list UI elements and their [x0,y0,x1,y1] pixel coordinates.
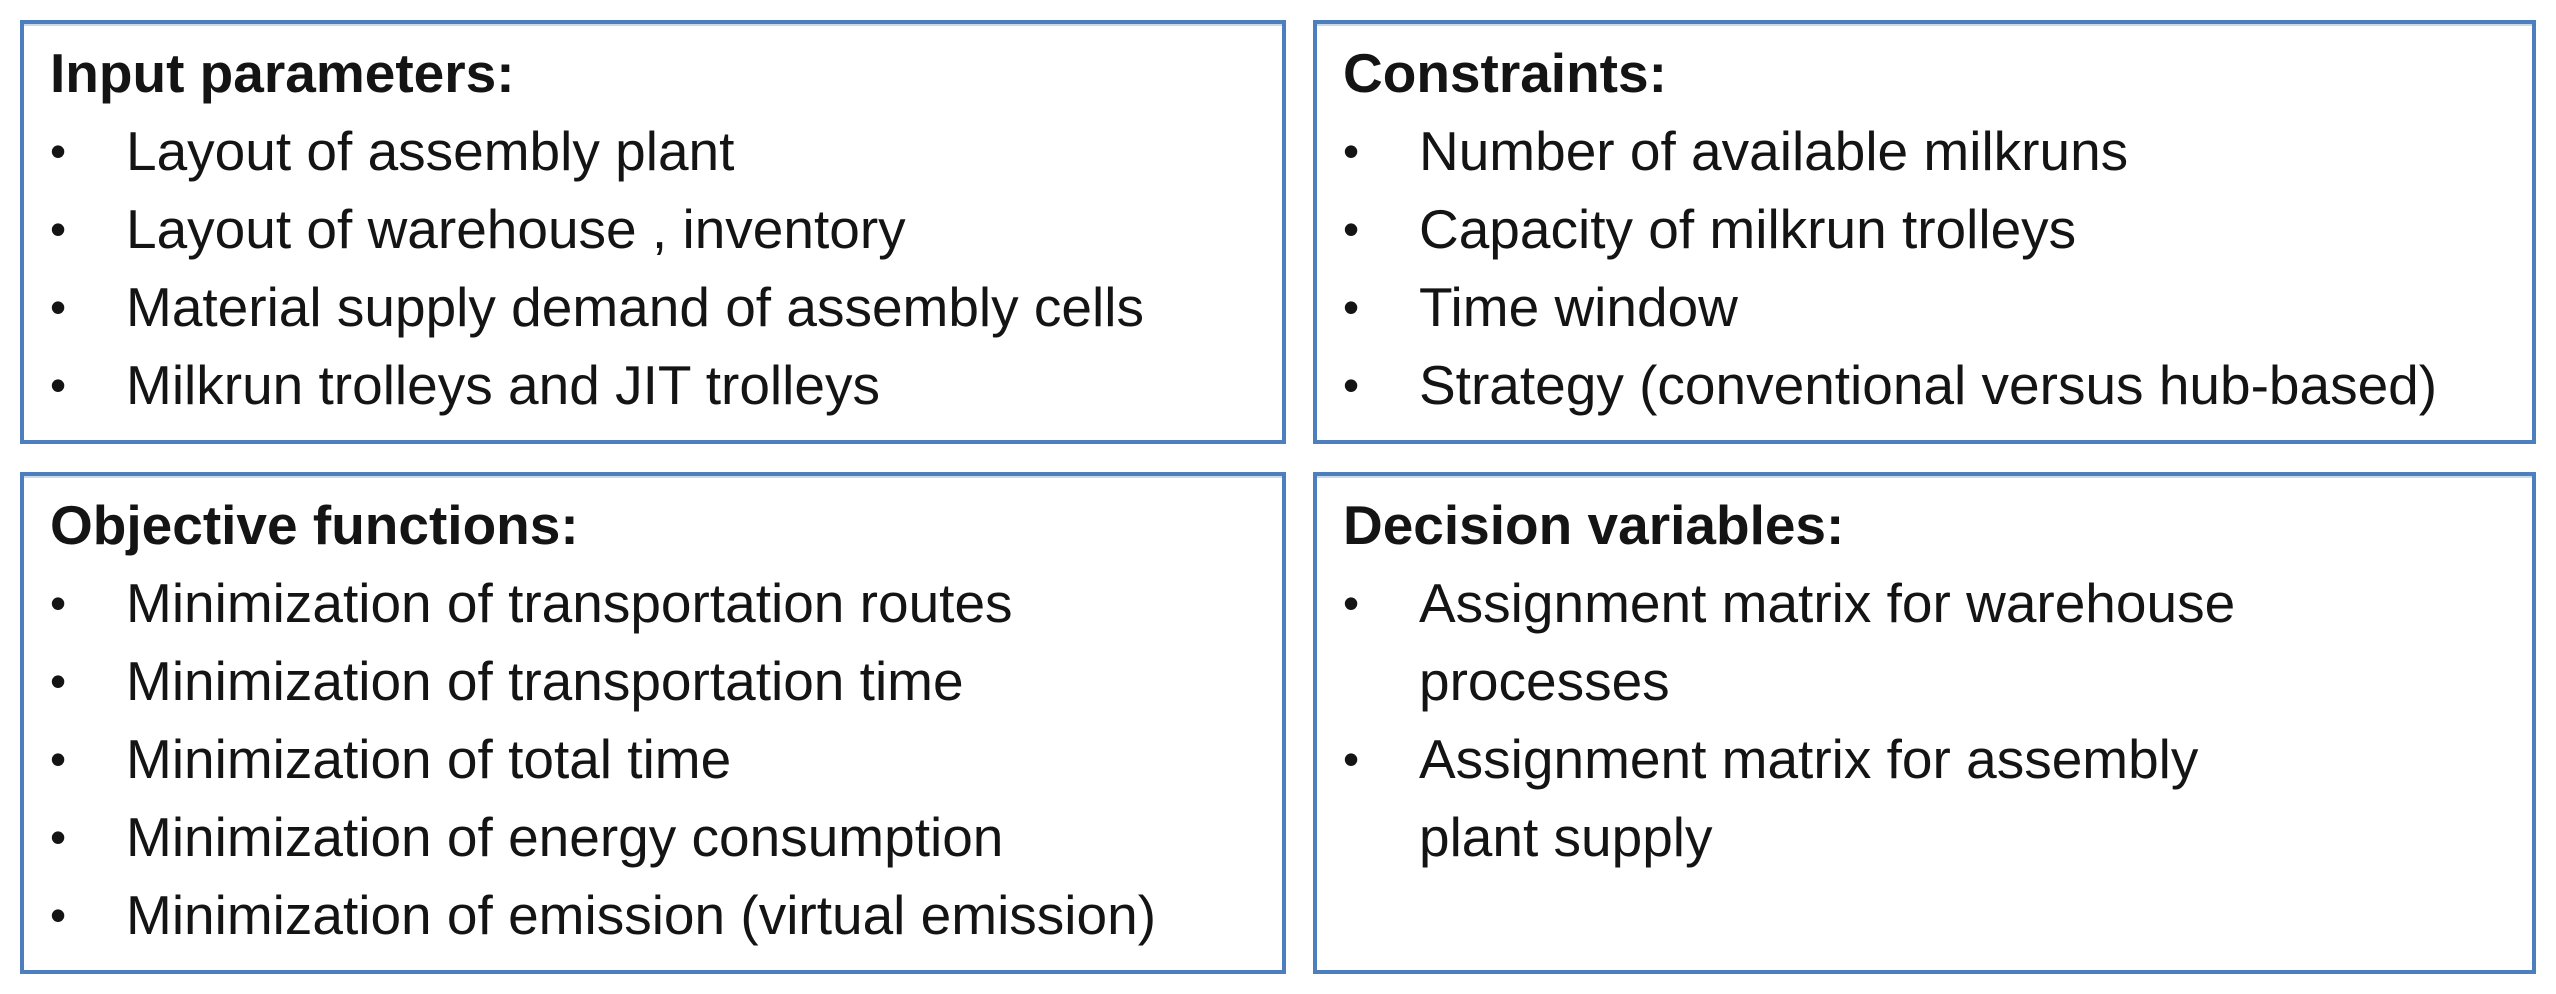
list-item: • Assignment matrix for assembly plant s… [1343,720,2514,876]
bullet-icon: • [1343,203,1360,255]
list-item: • Capacity of milkrun trolleys [1343,190,2514,268]
list-item: • Strategy (conventional versus hub-base… [1343,346,2514,424]
list-item: • Layout of assembly plant [50,112,1264,190]
bullet-icon: • [50,281,67,333]
decision-variables-list: • Assignment matrix for warehouse proces… [1343,564,2514,876]
list-item: • Assignment matrix for warehouse proces… [1343,564,2514,720]
list-item: • Layout of warehouse , inventory [50,190,1264,268]
input-parameters-title: Input parameters: [50,42,515,104]
constraints-title: Constraints: [1343,42,1667,104]
bullet-icon: • [50,655,67,707]
bullet-icon: • [1343,125,1360,177]
list-item: • Minimization of emission (virtual emis… [50,876,1264,954]
bullet-icon: • [1343,733,1360,785]
list-item: • Number of available milkruns [1343,112,2514,190]
input-parameters-list: • Layout of assembly plant • Layout of w… [50,112,1264,424]
objective-functions-title: Objective functions: [50,494,579,556]
bullet-icon: • [50,203,67,255]
bullet-icon: • [1343,359,1360,411]
list-item-text: Minimization of total time [126,728,732,790]
list-item-text: Assignment matrix for warehouse processe… [1419,572,2236,712]
list-item-text: Capacity of milkrun trolleys [1419,198,2077,260]
list-item-text: Number of available milkruns [1419,120,2129,182]
list-item-text: Assignment matrix for assembly plant sup… [1419,728,2199,868]
list-item: • Minimization of transportation time [50,642,1264,720]
bullet-icon: • [50,359,67,411]
list-item-text: Material supply demand of assembly cells [126,276,1144,338]
list-item-text: Minimization of emission (virtual emissi… [126,884,1157,946]
bullet-icon: • [1343,577,1360,629]
list-item-text: Minimization of energy consumption [126,806,1004,868]
list-item: • Milkrun trolleys and JIT trolleys [50,346,1264,424]
bullet-icon: • [50,125,67,177]
decision-variables-panel: Decision variables: • Assignment matrix … [1313,472,2536,974]
list-item-text: Layout of warehouse , inventory [126,198,906,260]
list-item: • Minimization of transportation routes [50,564,1264,642]
objective-functions-list: • Minimization of transportation routes … [50,564,1264,954]
input-parameters-panel: Input parameters: • Layout of assembly p… [20,20,1286,444]
list-item-text: Strategy (conventional versus hub-based) [1419,354,2438,416]
bullet-icon: • [50,811,67,863]
list-item: • Minimization of energy consumption [50,798,1264,876]
decision-variables-title: Decision variables: [1343,494,1845,556]
list-item-text: Minimization of transportation routes [126,572,1013,634]
bullet-icon: • [50,889,67,941]
list-item-text: Milkrun trolleys and JIT trolleys [126,354,880,416]
list-item: • Time window [1343,268,2514,346]
constraints-list: • Number of available milkruns • Capacit… [1343,112,2514,424]
list-item-text: Time window [1419,276,1738,338]
objective-functions-panel: Objective functions: • Minimization of t… [20,472,1286,974]
list-item: • Material supply demand of assembly cel… [50,268,1264,346]
list-item-text: Minimization of transportation time [126,650,964,712]
list-item: • Minimization of total time [50,720,1264,798]
bullet-icon: • [1343,281,1360,333]
constraints-panel: Constraints: • Number of available milkr… [1313,20,2536,444]
bullet-icon: • [50,577,67,629]
bullet-icon: • [50,733,67,785]
list-item-text: Layout of assembly plant [126,120,735,182]
